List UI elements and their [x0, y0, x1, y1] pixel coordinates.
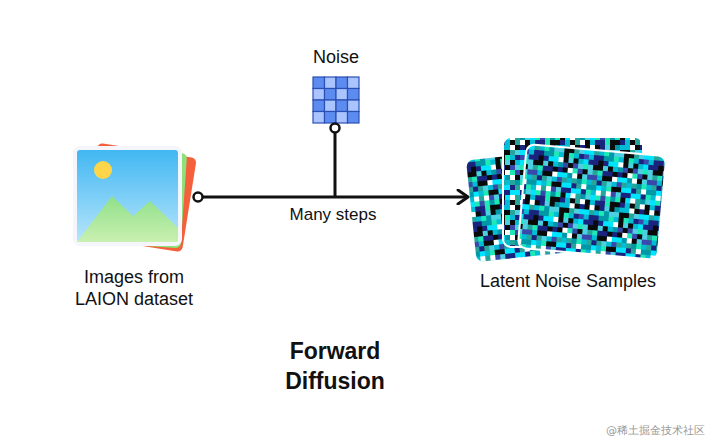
grid-cell	[313, 100, 325, 112]
grid-cell	[325, 100, 337, 112]
grid-cell	[336, 77, 348, 89]
grid-cell	[313, 89, 325, 101]
photo-card-front	[75, 148, 180, 244]
noise-feed-line	[334, 132, 337, 197]
grid-cell	[325, 77, 337, 89]
flow-arrow	[198, 196, 468, 199]
grid-cell	[336, 100, 348, 112]
grid-cell	[313, 77, 325, 89]
grid-cell	[336, 89, 348, 101]
grid-cell	[325, 89, 337, 101]
grid-cell	[348, 112, 360, 124]
node-label: Images from LAION dataset	[59, 266, 209, 310]
diagram-title: Forward Diffusion	[265, 336, 405, 396]
mountain-icon	[77, 196, 178, 242]
noise-grid-icon	[313, 77, 359, 123]
edge-label: Many steps	[287, 205, 380, 225]
join-circle	[331, 124, 340, 133]
watermark: @稀土掘金技术社区	[606, 424, 705, 438]
grid-cell	[325, 112, 337, 124]
grid-cell	[348, 100, 360, 112]
node-label: Latent Noise Samples	[443, 270, 693, 292]
noise-source: Noise	[310, 75, 362, 125]
grid-cell	[348, 89, 360, 101]
sun-icon	[94, 161, 112, 179]
grid-cell	[348, 77, 360, 89]
image-source: Images from LAION dataset	[70, 140, 198, 254]
noise-card	[518, 144, 667, 260]
node-label: Noise	[291, 46, 381, 68]
latent-samples: Latent Noise Samples	[468, 137, 668, 257]
grid-cell	[336, 112, 348, 124]
noise-cards	[465, 137, 666, 263]
grid-cell	[313, 112, 325, 124]
